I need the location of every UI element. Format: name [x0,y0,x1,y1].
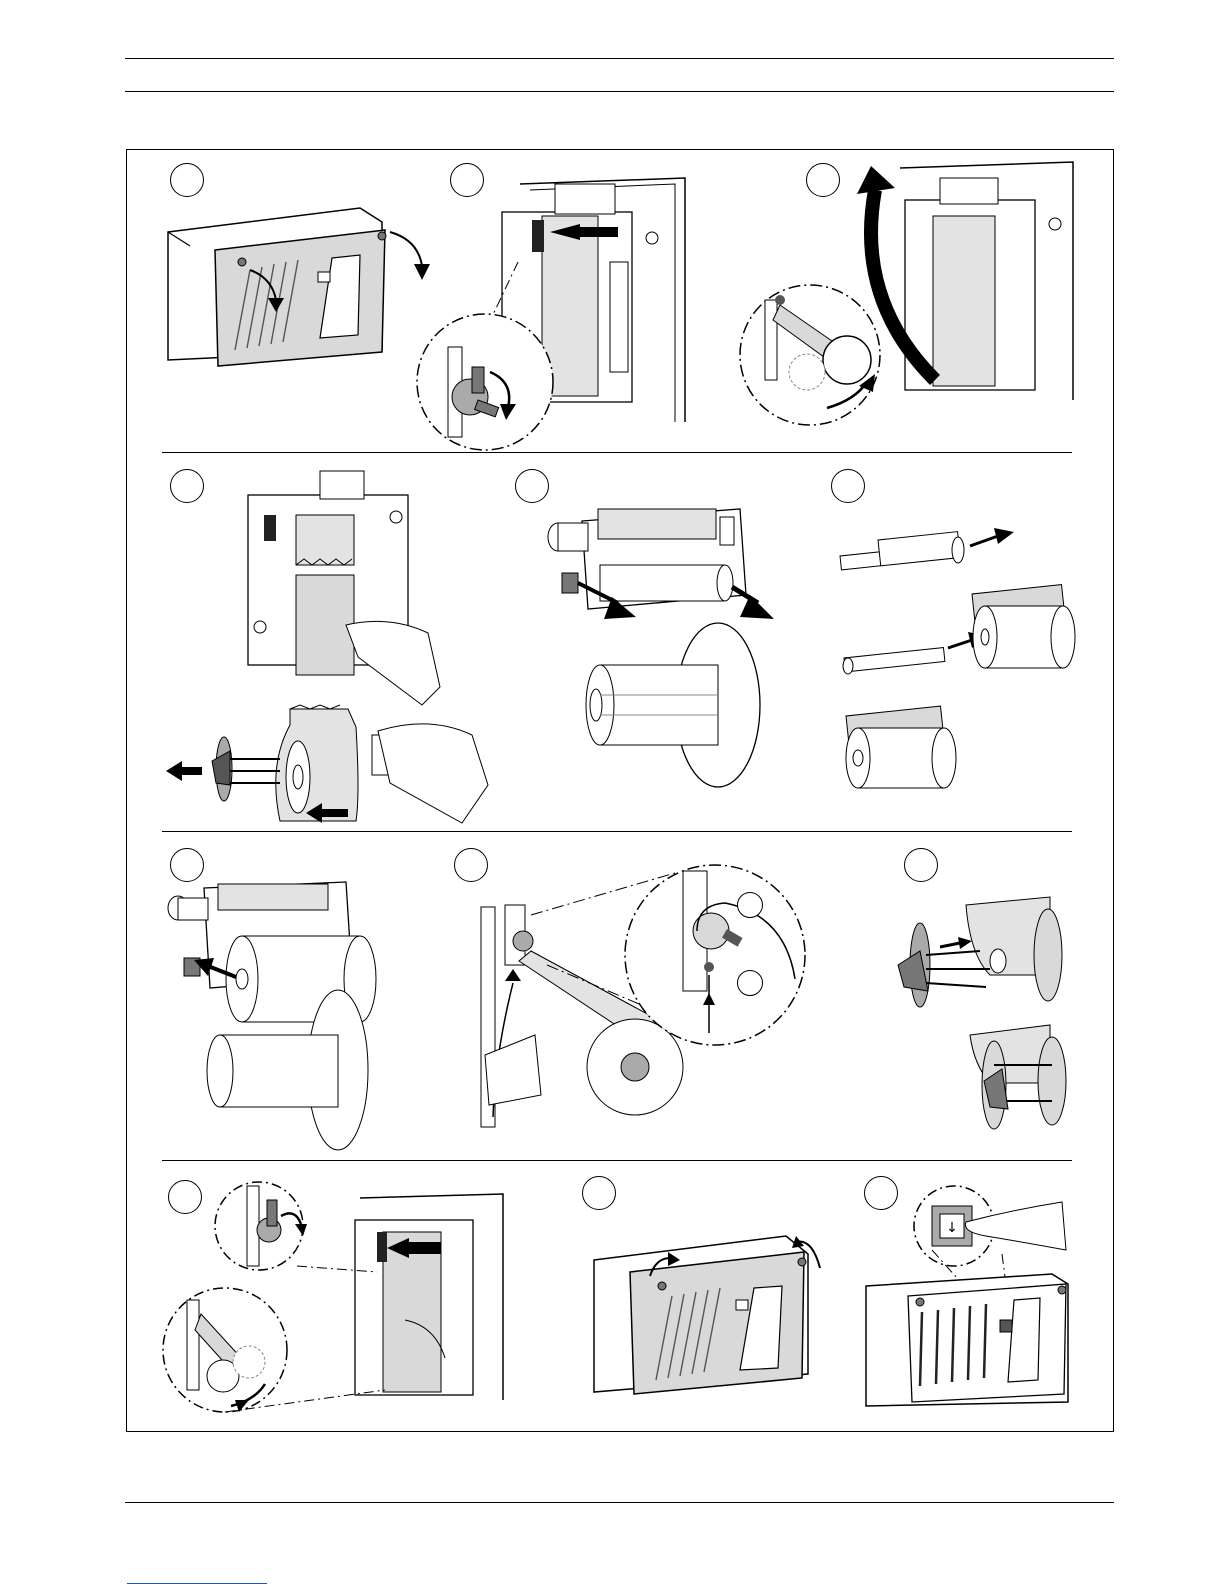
svg-text:↓: ↓ [946,1220,958,1236]
press-feed-button-illustration: ↓ [862,1180,1077,1415]
row-separator-1 [162,452,1072,453]
pull-out-core-illustration [540,505,780,795]
footer-rule [125,1502,1114,1503]
step-5-circle [515,469,549,503]
close-cover-illustration [590,1232,830,1402]
insert-new-roll-illustration [160,880,385,1155]
prepare-new-roll-illustration [830,520,1080,815]
row-separator-2 [162,831,1072,832]
attach-take-up-spool-illustration [890,895,1085,1140]
header-rule-bottom [125,91,1114,92]
step-9-circle [904,848,938,882]
step-1-circle [170,163,204,197]
release-lever-illustration [410,172,695,447]
close-lever-illustration [165,1180,510,1415]
callout-circle-bottom [737,970,763,996]
step-6-circle [831,469,865,503]
step-7-circle [170,848,204,882]
step-11-circle [582,1176,616,1210]
row-separator-3 [162,1160,1072,1161]
swing-out-roll-holder-illustration [735,160,1080,430]
printer-cover-open-illustration [160,200,435,380]
header-rule-top [125,58,1114,59]
remove-used-roll-illustration [160,465,500,825]
callout-circle-top [737,892,763,918]
